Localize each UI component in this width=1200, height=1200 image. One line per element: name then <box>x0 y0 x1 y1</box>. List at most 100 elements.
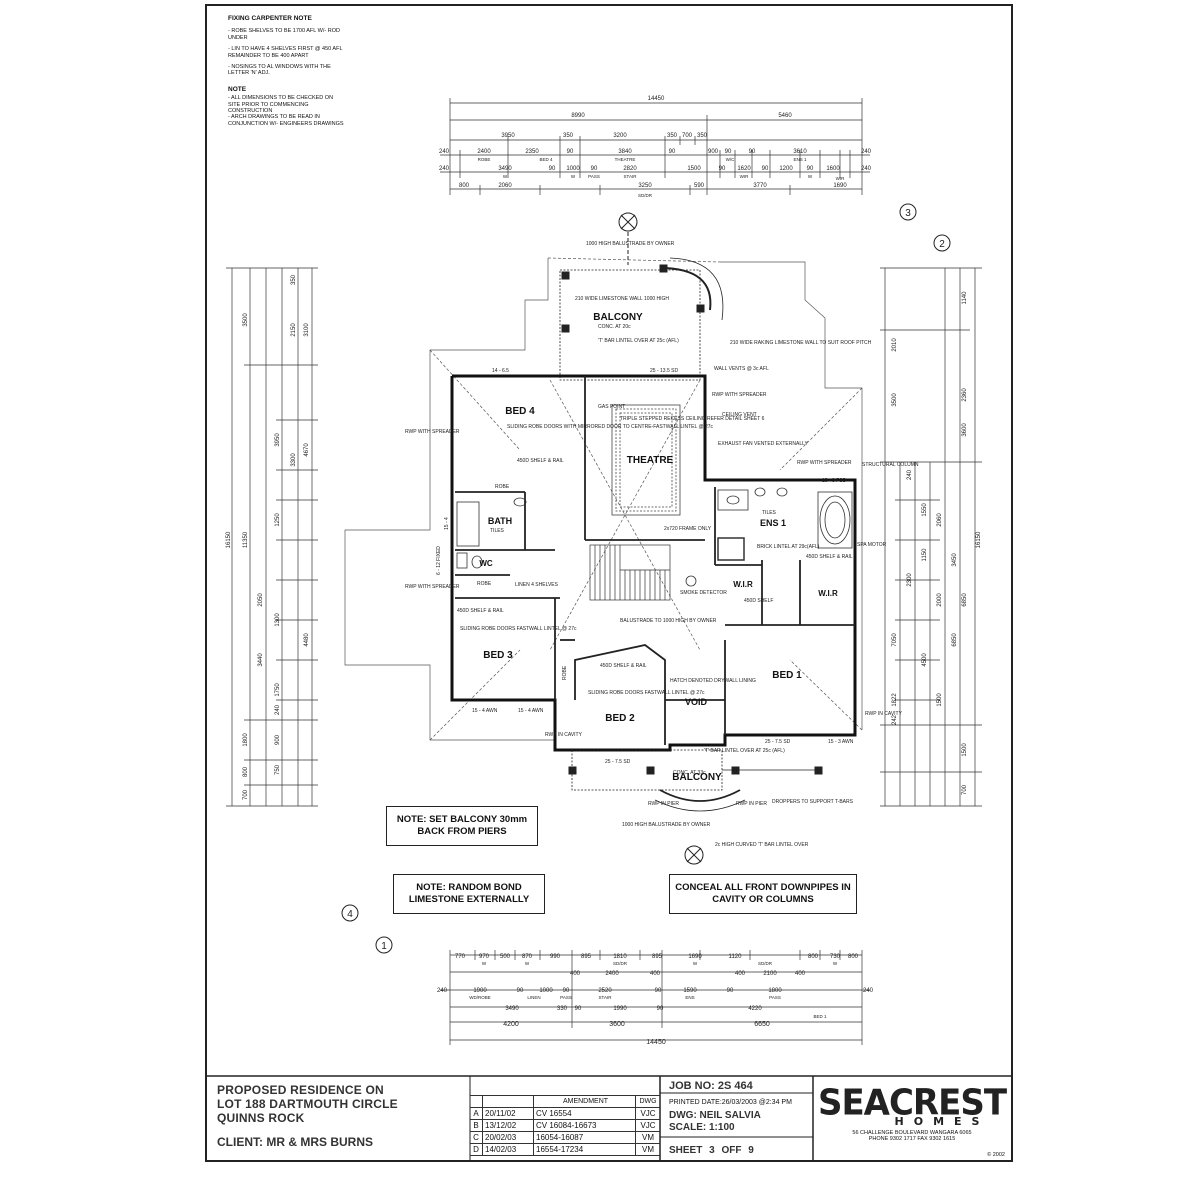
dim-right-inner: 1150 <box>922 548 928 562</box>
dim-bottom-r3: 2520 <box>598 988 612 994</box>
dim-left-sub: 1800 <box>243 733 249 747</box>
room-labels: BED 4 THEATRE BATH WC ENS 1 W.I.R W.I.R … <box>479 312 838 783</box>
dim-overall-bottom: 14450 <box>646 1039 666 1046</box>
dim-bottom-r3-label: BED 1 <box>813 1014 827 1019</box>
dim-top-r4: 2820 <box>623 166 637 172</box>
dim-bottom-r4: 90 <box>657 1006 664 1012</box>
annotation: RWP WITH SPREADER <box>797 460 852 466</box>
dim-top-r3: 240 <box>439 149 450 155</box>
dim-bottom-r3: 1800 <box>768 988 782 994</box>
window-tag: 25 - 7.5 SD <box>765 739 791 745</box>
dim-bottom-r3: 240 <box>863 988 874 994</box>
annotation: ROBE <box>562 665 568 680</box>
dim-bottom-r1: 895 <box>652 954 663 960</box>
dim-top-r3: 90 <box>567 149 574 155</box>
dim-bottom-r4: 3490 <box>505 1006 519 1012</box>
dim-top-r5: 800 <box>459 183 470 189</box>
window-tag: 15 - 3 AWN <box>828 739 854 745</box>
room-label-balcony-top: BALCONY <box>593 312 643 323</box>
dim-bottom-r2: 400 <box>650 971 661 977</box>
dim-left-inner: 350 <box>291 274 297 285</box>
dim-top-r2: 350 <box>563 133 574 139</box>
dim-right-sub: 3600 <box>962 423 968 437</box>
annotation: 450D SHELF & RAIL <box>517 458 564 464</box>
seacrest-homes-logo: SEACREST HOMES 56 CHALLENGE BOULEVARD WA… <box>815 1077 1009 1160</box>
dim-bottom-r1-label: W <box>525 961 530 966</box>
dim-bottom-r4: 90 <box>575 1006 582 1012</box>
annotation: CEILING VENT <box>722 412 757 418</box>
logo-year: 2002 <box>992 1152 1005 1158</box>
project-line: QUINNS ROCK <box>217 1111 305 1125</box>
annotation: TILES <box>490 528 505 534</box>
plan-annotations: 1000 HIGH BALUSTRADE BY OWNER 210 WIDE L… <box>405 241 919 848</box>
drawing-scale: SCALE: 1:100 <box>669 1122 735 1133</box>
dim-right-inner: 2000 <box>937 593 943 607</box>
annotation: RWP IN PIER <box>736 801 767 807</box>
window-tag: 25 - 7.5 SD <box>605 759 631 765</box>
dim-bottom-r5: 3600 <box>609 1021 625 1028</box>
dim-top-r5: 3770 <box>753 183 767 189</box>
dim-bottom-r3-label: PASS <box>560 995 572 1000</box>
dim-top-r3: 90 <box>725 149 732 155</box>
window-tag: 15 - 4 <box>444 517 450 530</box>
annotation: 1000 HIGH BALUSTRADE BY OWNER <box>622 822 711 828</box>
project-line: LOT 188 DARTMOUTH CIRCLE <box>217 1097 398 1111</box>
dim-right-inner: 2300 <box>907 573 913 587</box>
note-set-balcony: NOTE: SET BALCONY 30mm BACK FROM PIERS <box>386 806 538 846</box>
project-title: PROPOSED RESIDENCE ON LOT 188 DARTMOUTH … <box>217 1083 398 1125</box>
dim-left-inner: 3300 <box>291 453 297 467</box>
fixing-carpenter-note: FIXING CARPENTER NOTE - ROBE SHELVES TO … <box>228 15 346 127</box>
dim-bottom-r1-label: W <box>482 961 487 966</box>
annotation: 2c HIGH CURVED 'T' BAR LINTEL OVER <box>715 842 809 848</box>
dim-top-r4-label: W <box>808 174 813 179</box>
dim-bottom-r3: 90 <box>517 988 524 994</box>
annotation: RWP WITH SPREADER <box>405 429 460 435</box>
dim-top-r4-label: STAIR <box>624 174 638 179</box>
top-dimension-lines <box>440 98 870 195</box>
annotation: CONC. AT 33c <box>673 770 706 776</box>
dim-left-sub: 700 <box>243 789 249 800</box>
dim-left-inner: 750 <box>275 764 281 775</box>
dim-top-r3-label: ENS 1 <box>793 157 807 162</box>
dim-left-inner: 1300 <box>275 613 281 627</box>
dim-top-r3: 90 <box>749 149 756 155</box>
internal-walls <box>455 376 855 745</box>
dim-bottom-r1: 895 <box>581 954 592 960</box>
room-label-wc: WC <box>479 559 493 568</box>
dim-right-inner: 1822 <box>892 693 898 707</box>
dim-top-r3: 2350 <box>525 149 539 155</box>
annotation: SPA MOTOR <box>857 542 887 548</box>
title-block-frame <box>205 1075 1013 1162</box>
dim-right-sub: 1500 <box>962 743 968 757</box>
dim-top-r3-label: THEATRE <box>615 157 636 162</box>
section-markers <box>341 203 951 954</box>
room-label-bed4: BED 4 <box>505 406 535 417</box>
annotation: GAS POINT <box>598 404 625 410</box>
dim-bottom-r3: 1900 <box>473 988 487 994</box>
annotation: 2x720 FRAME ONLY <box>664 526 712 532</box>
section-marker-labels: 3 2 4 1 <box>347 208 945 952</box>
fixing-note-item: - LIN TO HAVE 4 SHELVES FIRST @ 450 AFL … <box>228 46 343 59</box>
dim-top-r2: 350 <box>697 133 708 139</box>
dim-overall-left: 16150 <box>226 531 232 548</box>
annotation: RWP IN CAVITY <box>865 711 903 717</box>
annotation: 450D SHELF & RAIL <box>600 663 647 669</box>
sheet-number: SHEET 3 OFF 9 <box>669 1145 754 1156</box>
dim-left-sub: 3500 <box>243 313 249 327</box>
amendment-row: C 20/02/03 16054-16087 VM <box>470 1132 660 1144</box>
dim-bottom-r1: 800 <box>848 954 859 960</box>
dim-right-inner: 242 <box>892 714 898 725</box>
dim-top-r4: 1600 <box>826 166 840 172</box>
dim-top-r4: 240 <box>861 166 872 172</box>
client-name: CLIENT: MR & MRS BURNS <box>217 1135 373 1149</box>
bottom-dimension-lines <box>440 950 870 1045</box>
dim-right-inner: 2010 <box>892 338 898 352</box>
general-note-item: - ARCH DRAWINGS TO BE READ IN CONJUNCTIO… <box>228 114 344 127</box>
dim-bottom-r3-label: LINEN <box>527 995 540 1000</box>
annotation: ROBE <box>477 581 492 587</box>
dim-bottom-r3: 90 <box>563 988 570 994</box>
room-label-bath: BATH <box>488 516 512 526</box>
dim-top-r4-label: W <box>503 174 508 179</box>
dim-top-r5: 3250 <box>638 183 652 189</box>
